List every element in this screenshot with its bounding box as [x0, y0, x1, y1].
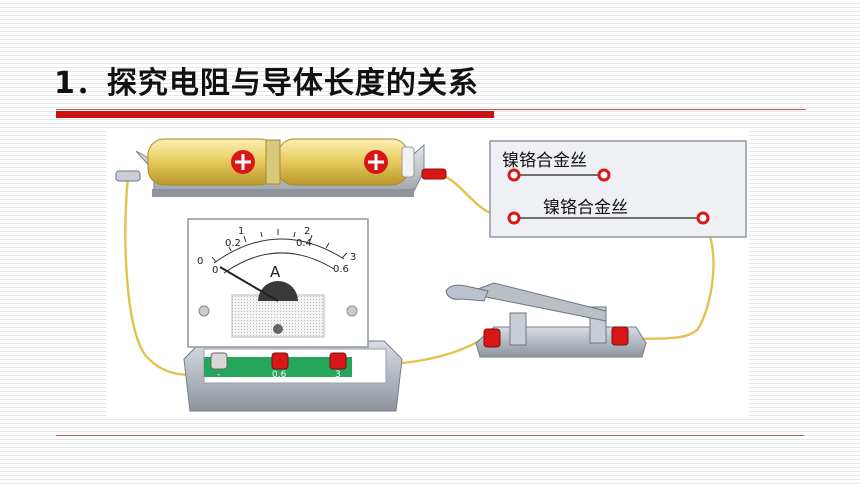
title-divider [56, 109, 806, 110]
zero-adjust-screw [273, 324, 283, 334]
scale-inner-0-6: 0.6 [333, 264, 349, 275]
terminal-label-negative: - [217, 370, 221, 380]
screw-icon [346, 305, 358, 317]
battery-terminal-positive [421, 168, 447, 180]
scale-inner-0-2: 0.2 [225, 238, 241, 249]
long-wire-label: 镍铬合金丝 [543, 198, 628, 218]
terminal-knob-0-6 [271, 352, 289, 370]
terminal-icon [507, 168, 521, 182]
knife-switch [445, 282, 647, 358]
scale-inner-0: 0 [212, 265, 219, 276]
wire-board-to-switch [619, 217, 715, 341]
scale-outer-2: 2 [304, 226, 311, 237]
scale-inner-0-4: 0.4 [296, 238, 312, 249]
screw-icon [198, 305, 210, 317]
circuit-diagram: 镍铬合金丝 镍铬合金丝 A 0 1 2 3 0 0.2 0.4 0.6 - 0.… [106, 131, 749, 417]
battery-cell-right [277, 138, 409, 186]
switch-handle [445, 284, 489, 302]
battery-cell-left [147, 138, 277, 186]
scale-ticks [211, 229, 348, 263]
scale-outer-0: 0 [197, 256, 204, 267]
terminal-icon [507, 211, 521, 225]
terminal-icon [696, 211, 710, 225]
circuit-svg [115, 138, 747, 412]
terminal-label-3: 3 [335, 370, 341, 380]
terminal-label-0-6: 0.6 [272, 370, 287, 380]
ammeter [183, 218, 403, 412]
scale-outer-1: 1 [238, 226, 245, 237]
title-accent-bar [56, 111, 494, 118]
ammeter-terminals [210, 352, 347, 370]
switch-terminal-left [483, 328, 501, 348]
switch-blade [477, 282, 607, 322]
battery-holder [115, 138, 447, 197]
terminal-knob-3 [329, 352, 347, 370]
bottom-divider [56, 435, 804, 436]
ammeter-unit: A [270, 263, 281, 281]
switch-terminal-right [611, 326, 629, 346]
terminal-knob-negative [210, 352, 228, 370]
battery-terminal-negative [115, 170, 141, 182]
scale-outer-3: 3 [350, 252, 357, 263]
wire-board [489, 140, 747, 238]
page-title: 1．探究电阻与导体长度的关系 [54, 66, 479, 101]
terminal-icon [597, 168, 611, 182]
ammeter-needle [219, 266, 279, 302]
short-wire-label: 镍铬合金丝 [502, 151, 587, 171]
